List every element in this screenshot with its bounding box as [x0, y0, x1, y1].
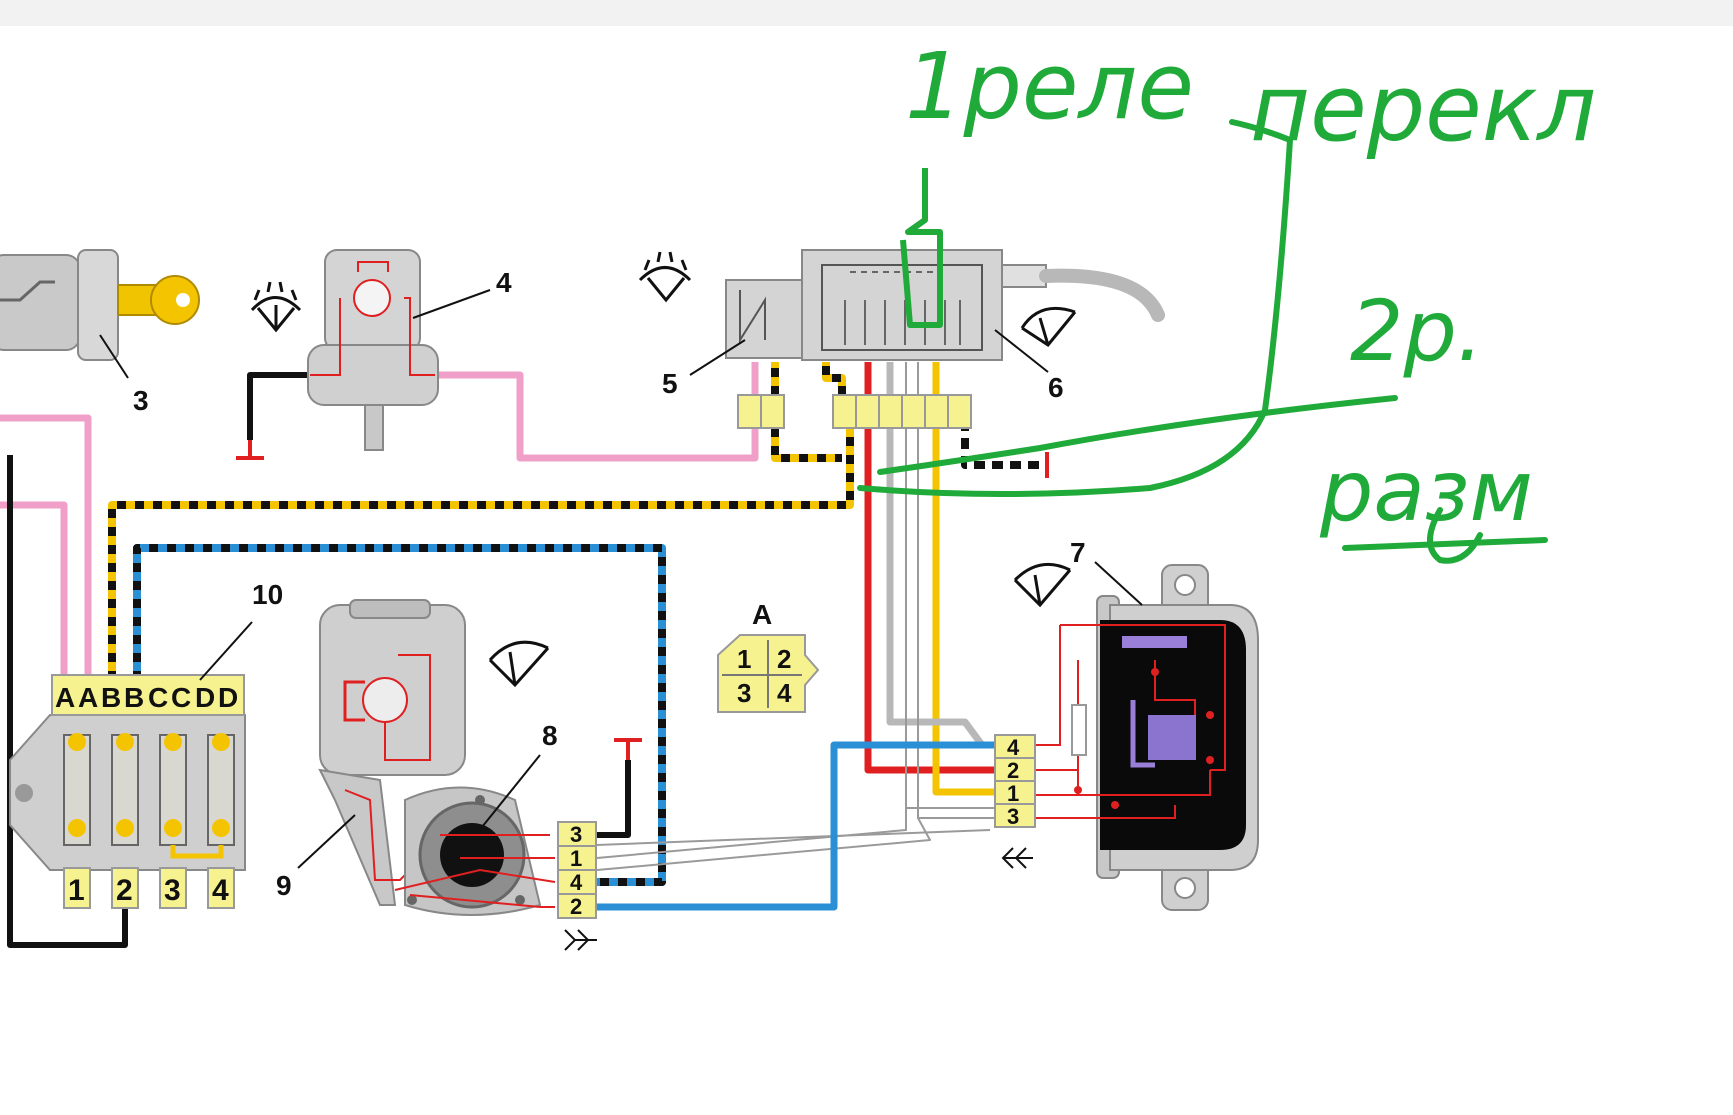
label-gearbox: 8: [542, 720, 558, 751]
washer-switch-icon: [638, 251, 692, 303]
wiper-icon-relay: [1013, 562, 1072, 608]
fuse-pin-b2: B: [124, 682, 144, 713]
blue-wire: [597, 741, 995, 911]
grey-thin-wire-e: [596, 829, 991, 846]
fuse-bottom-pin-3: 3: [164, 874, 181, 907]
fuse-pin-d2: D: [218, 682, 238, 713]
black-wire-motor-ground: [597, 760, 631, 838]
black-wire-pump-ground: [247, 372, 310, 440]
black-white-ground-wire: [961, 395, 1049, 478]
connector-view-a: A 1 2 3 4: [717, 599, 820, 713]
motor-pin-2: 2: [570, 894, 582, 919]
connector-a-pin-3: 3: [737, 678, 751, 708]
switch-connector-left: [737, 394, 785, 429]
pink-wire-left-inner: [0, 501, 68, 680]
relay-connector: 4 2 1 3: [994, 734, 1036, 869]
grey-thin-wire-d: [596, 817, 931, 871]
relay-connector-arrow-icon: [1001, 847, 1033, 869]
motor-pin-1: 1: [570, 846, 582, 871]
fuse-pin-a2: A: [78, 682, 98, 713]
relay-pin-3: 3: [1007, 804, 1019, 829]
label-wiper-switch: 6: [1048, 372, 1064, 403]
fuses: [63, 733, 235, 859]
label-washer-pump: 4: [496, 267, 512, 298]
relay-pin-4: 4: [1007, 735, 1020, 760]
wiper-icon-switch: [1020, 306, 1077, 347]
fuse-bottom-pin-4: 4: [212, 874, 229, 907]
connector-a-pin-2: 2: [777, 644, 791, 674]
pink-wire-left-outer: [0, 414, 92, 680]
fuse-pin-a1: A: [55, 682, 75, 713]
annotation-text-1: 1реле: [905, 33, 1194, 140]
motor-connector: 3 1 4 2: [557, 821, 597, 951]
switch-wiper-section: [801, 249, 1003, 361]
label-switch-washer: 5: [662, 368, 678, 399]
fuse-pin-c1: C: [148, 682, 168, 713]
yellow-black-wire: [108, 362, 854, 680]
relay-pin-2: 2: [1007, 758, 1019, 783]
washer-pump: 4: [307, 249, 512, 451]
pink-wire-washer: [435, 371, 759, 462]
fuse-pin-d1: D: [195, 682, 215, 713]
fuse-bottom-pin-1: 1: [68, 874, 85, 907]
key-icon: [117, 275, 200, 325]
connector-a-pin-1: 1: [737, 644, 751, 674]
connector-arrow-icon: [564, 929, 597, 951]
gearbox: 8: [394, 720, 558, 916]
relay: 7: [1035, 537, 1259, 911]
annotation-text-1b: перекл: [1250, 55, 1596, 162]
label-ignition-switch: 3: [133, 385, 149, 416]
fuse-block: A A B B C C D D 1: [9, 579, 283, 909]
annotation-box: [900, 168, 943, 328]
label-connector-a: A: [752, 599, 772, 630]
black-wire-left: [7, 455, 128, 948]
yellow-wire: [932, 362, 995, 796]
annotation-curve-1: [857, 119, 1294, 497]
connector-a-pin-4: 4: [777, 678, 792, 708]
fuse-bottom-pins: 1 2 3 4: [63, 867, 235, 909]
annotation-curve-2: [877, 395, 1398, 475]
annotation-underline: [1342, 507, 1548, 564]
motor-pin-4: 4: [570, 870, 583, 895]
annotation-text-2: 2р.: [1350, 282, 1483, 380]
red-wire: [864, 362, 995, 774]
label-fuse-block: 10: [252, 579, 283, 610]
fuse-top-pins: A A B B C C D D: [55, 682, 238, 713]
annotations: 1реле перекл 2р. разм: [857, 33, 1596, 564]
fuse-bottom-pin-2: 2: [116, 874, 133, 907]
motor-pin-3: 3: [570, 822, 582, 847]
fuse-pin-c2: C: [171, 682, 191, 713]
top-strip: [0, 0, 1733, 26]
annotation-text-3: разм: [1319, 442, 1533, 540]
wiper-icon-motor: [488, 640, 550, 688]
label-wiper-motor: 9: [276, 870, 292, 901]
washer-icon: [250, 281, 302, 333]
blue-black-wire: [133, 544, 666, 886]
stalk-switch: 5 6: [662, 249, 1165, 403]
label-relay: 7: [1070, 537, 1086, 568]
grey-thin-wire-c: [596, 808, 907, 859]
fuse-top-connector: [51, 674, 245, 716]
fuse-pin-b1: B: [101, 682, 121, 713]
grey-thin-wire-b: [917, 362, 995, 819]
wiper-motor: 9: [276, 599, 466, 906]
switch-connector-right: [832, 394, 972, 429]
relay-pin-1: 1: [1007, 781, 1019, 806]
ignition-switch: 3: [0, 249, 200, 416]
